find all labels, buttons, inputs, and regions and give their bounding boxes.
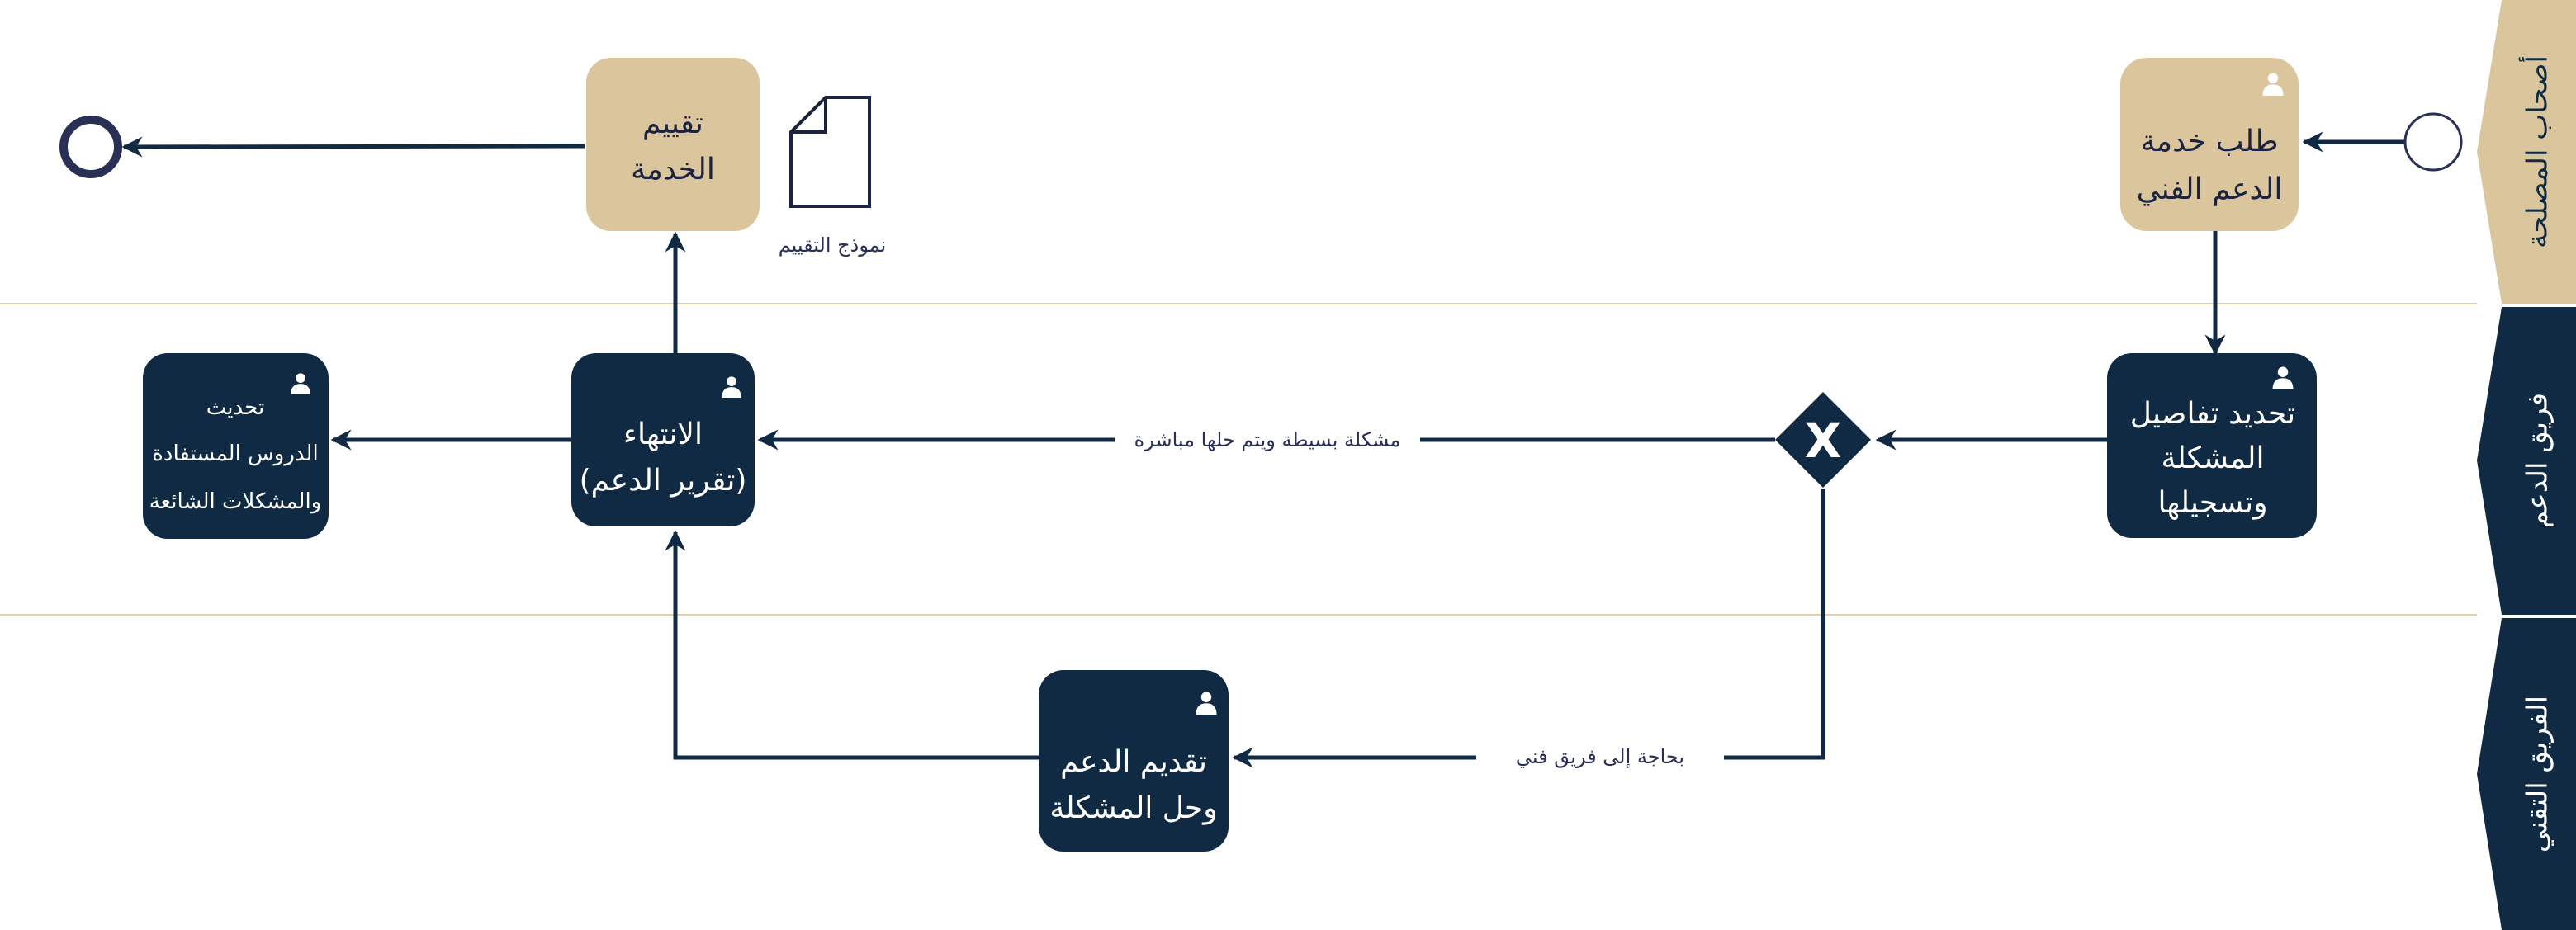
flow-label-needs-technical: بحاجة إلى فريق فني (1516, 745, 1684, 769)
end-event (59, 116, 122, 178)
lane-header-stakeholders (2477, 0, 2576, 304)
task-label-line: طلب خدمة (2140, 125, 2278, 158)
task-label-line: الدعم الفني (2137, 172, 2283, 206)
task-label-line: الانتهاء (623, 418, 703, 451)
flow-gateway-to-support (1234, 489, 1825, 758)
task-label-line: (تقرير الدعم) (580, 464, 747, 498)
task-evaluate-service: تقييم الخدمة (586, 58, 760, 231)
task-label-line: المشكلة (2162, 441, 2265, 475)
document-label: نموذج التقييم (779, 234, 887, 257)
exclusive-gateway: X (1775, 392, 1871, 488)
task-label-line: الخدمة (631, 153, 715, 186)
task-label-line: تحديد تفاصيل (2130, 397, 2295, 431)
task-label-line: الدروس المستفادة (152, 441, 318, 466)
task-label-line: وتسجيلها (2157, 486, 2267, 520)
task-provide-support: تقديم الدعم وحل المشكلة (1039, 670, 1229, 852)
task-label-line: تقييم (642, 106, 703, 140)
lane-label-stakeholders: أصحاب المصلحة (2519, 55, 2555, 248)
task-label-line: تقديم الدعم (1060, 745, 1207, 779)
task-label-line: تحديث (206, 395, 264, 420)
lane-header-support-team (2477, 307, 2576, 615)
task-finish-report: الانتهاء (تقرير الدعم) (571, 353, 755, 526)
task-label-line: وحل المشكلة (1049, 791, 1217, 825)
lane-header-technical-team (2477, 618, 2576, 930)
flow-label-simple-problem: مشكلة بسيطة ويتم حلها مباشرة (1134, 428, 1401, 451)
start-event (2403, 112, 2463, 172)
flow-support-to-finish (665, 530, 1040, 760)
lane-label-support-team: فريق الدعم (2522, 393, 2555, 528)
lane-label-technical-team: الفريق التقني (2522, 696, 2555, 852)
task-label-line: والمشكلات الشائعة (149, 489, 322, 514)
gateway-x-icon: X (1805, 413, 1842, 469)
task-update-lessons: تحديث الدروس المستفادة والمشكلات الشائعة (143, 353, 329, 539)
task-define-problem: تحديد تفاصيل المشكلة وتسجيلها (2107, 353, 2317, 538)
task-request-service: طلب خدمة الدعم الفني (2120, 58, 2299, 231)
document-evaluation-form: نموذج التقييم (779, 96, 887, 257)
flow-evaluate-to-end (121, 136, 585, 158)
